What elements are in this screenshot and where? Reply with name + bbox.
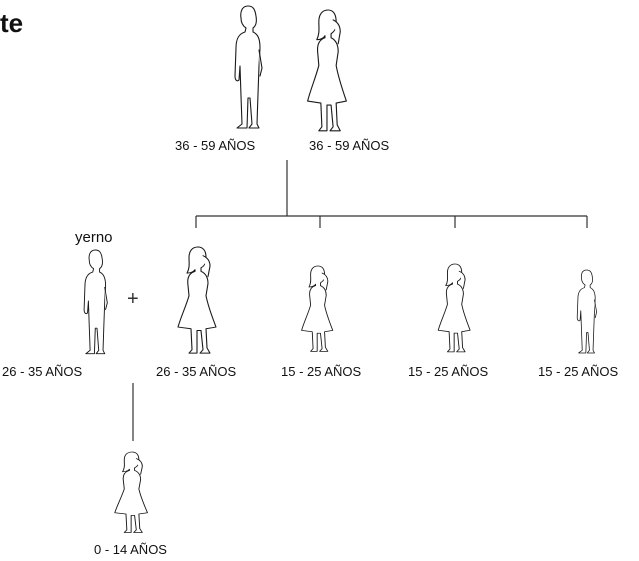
daughter-2-figure	[302, 266, 333, 351]
grandmother-figure	[308, 10, 347, 131]
daughter-2-age-label: 15 - 25 AÑOS	[281, 364, 361, 379]
daughter-1-age-label: 26 - 35 AÑOS	[156, 364, 236, 379]
son-age-label: 15 - 25 AÑOS	[538, 364, 618, 379]
grandfather-figure	[235, 6, 262, 128]
daughter-3-age-label: 15 - 25 AÑOS	[408, 364, 488, 379]
son-figure	[577, 270, 596, 353]
yerno-label: yerno	[75, 229, 113, 246]
plus-sign: +	[127, 288, 139, 311]
daughter-3-figure	[438, 264, 470, 352]
grandchild-age-label: 0 - 14 AÑOS	[94, 542, 167, 557]
grandchild-figure	[115, 452, 148, 533]
son-in-law-figure	[84, 250, 107, 354]
grandmother-age-label: 36 - 59 AÑOS	[309, 138, 389, 153]
son-in-law-age-label: 26 - 35 AÑOS	[2, 364, 82, 379]
daughter-1-figure	[178, 247, 216, 353]
grandfather-age-label: 36 - 59 AÑOS	[175, 138, 255, 153]
